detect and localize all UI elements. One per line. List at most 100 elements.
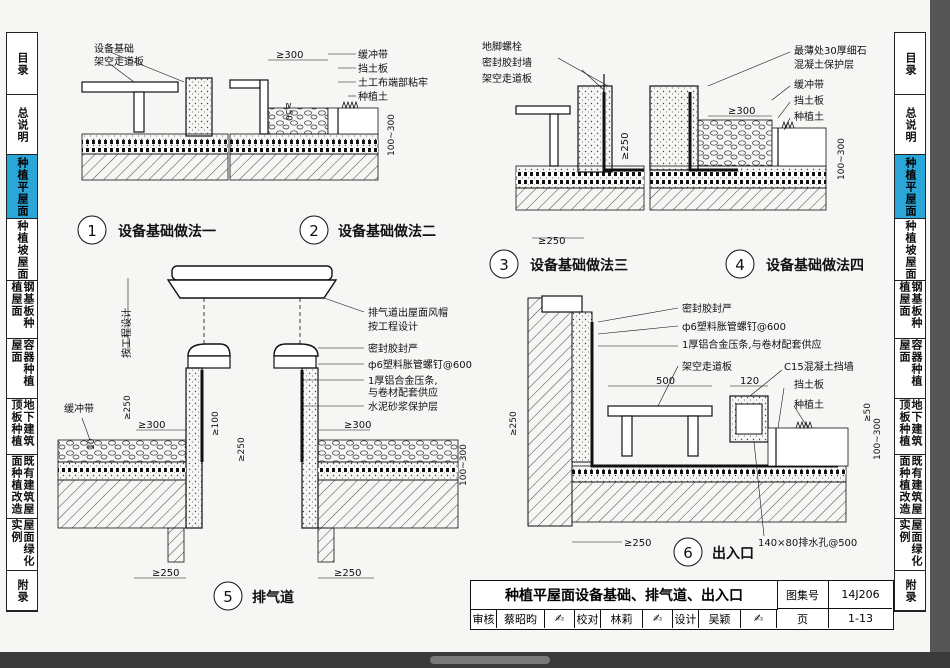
d2-dim-1: ≥300: [276, 50, 303, 61]
detail-4-title: 设备基础做法四: [766, 257, 864, 274]
d6-label-6: 挡土板: [794, 378, 824, 391]
right-chapter-tab-label: 种植坡屋面: [904, 219, 917, 280]
d6-dim-1: 500: [656, 376, 675, 387]
left-chapter-tab-label: 容器种植屋面: [10, 339, 35, 387]
right-chapter-tab[interactable]: 目录: [895, 33, 925, 95]
d6-label-3: 1厚铝合金压条,与卷材配套供应: [682, 338, 822, 351]
d5-label-8: 缓冲带: [64, 402, 94, 415]
left-chapter-tab-label: 钢基板种植屋面: [10, 281, 35, 329]
right-chapter-tab-label: 种植平屋面: [904, 156, 917, 217]
detail-5-number: 5: [223, 588, 233, 606]
d2-dim-3: 100~300: [387, 114, 397, 156]
right-chapter-tab[interactable]: 既有建筑屋面种植改造: [895, 455, 925, 519]
left-chapter-tab-label: 地下建筑顶板种植: [10, 399, 35, 447]
detail-2-marker: [299, 215, 329, 245]
detail-3-marker: [489, 249, 519, 279]
right-chapter-tab[interactable]: 容器种植屋面: [895, 339, 925, 399]
d2-label-2: 挡土板: [358, 62, 388, 75]
left-chapter-tab[interactable]: 总说明: [7, 95, 37, 155]
title-block: 种植平屋面设备基础、排气道、出入口 图集号 14J206 审核 蔡昭昀 ✍ 校对…: [470, 580, 894, 630]
detail-4-marker: [725, 249, 755, 279]
detail-3-number: 3: [499, 256, 509, 274]
check-label: 校对: [575, 609, 601, 628]
left-chapter-tab[interactable]: 种植坡屋面: [7, 219, 37, 281]
right-chapter-tab[interactable]: 种植坡屋面: [895, 219, 925, 281]
d3-label-3: 架空走道板: [482, 72, 532, 85]
right-chapter-tab[interactable]: 附录: [895, 571, 925, 611]
right-chapter-tab[interactable]: 总说明: [895, 95, 925, 155]
d2-label-4: 种植土: [358, 90, 388, 103]
d3-dim-1: ≥250: [538, 236, 565, 247]
d1-label-2: 架空走道板: [94, 55, 144, 68]
detail-5-title: 排气道: [252, 589, 294, 606]
left-chapter-tab[interactable]: 既有建筑屋面种植改造: [7, 455, 37, 519]
right-chapter-tab[interactable]: 钢基板种植屋面: [895, 281, 925, 339]
detail-1-equipment-foundation: 设备基础 架空走道板 1 设备基础做法一: [77, 42, 229, 245]
left-chapter-tab-label: 附录: [16, 578, 29, 603]
d6-label-4: 架空走道板: [682, 360, 732, 373]
d3-label-1: 地脚螺栓: [482, 40, 522, 53]
detail-1-number: 1: [87, 222, 97, 240]
d5-dim-3: ≥250: [123, 395, 133, 420]
right-chapter-tab[interactable]: 屋面绿化实例: [895, 519, 925, 571]
left-chapter-tab-label: 种植坡屋面: [16, 219, 29, 280]
atlas-number: 14J206: [829, 581, 892, 609]
left-chapter-tab-label: 总说明: [16, 106, 29, 143]
d6-dim-6: 100~300: [873, 418, 883, 460]
detail-1-title: 设备基础做法一: [118, 223, 216, 240]
detail-5-exhaust-vent: 按工程设计 排气道出屋面风帽 按工程设计 密封胶封严 ф6塑料胀管螺钉@600 …: [57, 265, 472, 611]
d5-dim-2: ≥300: [344, 420, 371, 431]
right-chapter-tab-label: 地下建筑顶板种植: [898, 399, 923, 447]
detail-2-title: 设备基础做法二: [338, 223, 436, 240]
drawing-title: 种植平屋面设备基础、排气道、出入口: [471, 581, 778, 610]
right-chapter-tab[interactable]: 地下建筑顶板种植: [895, 399, 925, 455]
d4-dim-1: ≥300: [728, 106, 755, 117]
left-chapter-tab[interactable]: 容器种植屋面: [7, 339, 37, 399]
d6-label-8: 140×80排水孔@500: [758, 536, 857, 549]
detail-6-marker: [673, 537, 703, 567]
d1-label-1: 设备基础: [94, 42, 134, 55]
left-chapter-tab[interactable]: 屋面绿化实例: [7, 519, 37, 571]
right-chapter-tab[interactable]: 种植平屋面: [895, 155, 925, 219]
d6-dim-4: ≥250: [624, 538, 651, 549]
d4-label-4: 挡土板: [794, 94, 824, 107]
d5-dim-1: ≥300: [138, 420, 165, 431]
d5-label-5: 1厚铝合金压条,: [368, 374, 438, 387]
d5-label-6: 与卷材配套供应: [368, 386, 438, 399]
left-chapter-tab[interactable]: 目录: [7, 33, 37, 95]
viewer-right-edge: [930, 0, 950, 652]
d4-label-2: 混凝土保护层: [794, 58, 854, 71]
d6-label-5: C15混凝土挡墙: [784, 360, 854, 373]
left-chapter-tab[interactable]: 钢基板种植屋面: [7, 281, 37, 339]
d5-dim-5: ≥250: [152, 568, 179, 579]
d6-label-2: ф6塑料胀管螺钉@600: [682, 320, 786, 333]
right-chapter-tab-label: 容器种植屋面: [898, 339, 923, 387]
d4-label-5: 种植土: [794, 110, 824, 123]
reviewer-name: 蔡昭昀: [497, 609, 545, 628]
d5-label-4: ф6塑料胀管螺钉@600: [368, 358, 472, 371]
right-chapter-tab-label: 钢基板种植屋面: [898, 281, 923, 329]
right-chapter-tabs: 目录总说明种植平屋面种植坡屋面钢基板种植屋面容器种植屋面地下建筑顶板种植既有建筑…: [894, 32, 926, 612]
designer-name: 吴颖: [699, 609, 741, 628]
designer-signature: ✍: [741, 609, 777, 628]
left-chapter-tab-label: 屋面绿化实例: [10, 519, 35, 567]
page-label: 页: [777, 609, 829, 628]
left-chapter-tab[interactable]: 地下建筑顶板种植: [7, 399, 37, 455]
d3-label-2: 密封胶封墙: [482, 56, 532, 69]
atlas-number-label: 图集号: [777, 581, 829, 609]
left-chapter-tab-label: 种植平屋面: [16, 156, 29, 217]
design-label: 设计: [673, 609, 699, 628]
left-chapter-tab[interactable]: 附录: [7, 571, 37, 611]
scrollbar-thumb[interactable]: [430, 656, 550, 664]
d5-label-1: 排气道出屋面风帽: [368, 306, 448, 319]
left-chapter-tab[interactable]: 种植平屋面: [7, 155, 37, 219]
checker-signature: ✍: [643, 609, 673, 628]
d2-label-1: 缓冲带: [358, 48, 388, 61]
d5-label-9: 按工程设计: [120, 308, 133, 358]
left-chapter-tabs: 目录总说明种植平屋面种植坡屋面钢基板种植屋面容器种植屋面地下建筑顶板种植既有建筑…: [6, 32, 38, 612]
construction-drawing: 设备基础 架空走道板 1 设备基础做法一 ≥300 ≥50 100~300: [57, 40, 883, 611]
d3-dim-2: ≥250: [620, 133, 631, 160]
right-chapter-tab-label: 附录: [904, 578, 917, 603]
d6-dim-2: 120: [740, 376, 759, 387]
right-chapter-tab-label: 目录: [904, 51, 917, 76]
